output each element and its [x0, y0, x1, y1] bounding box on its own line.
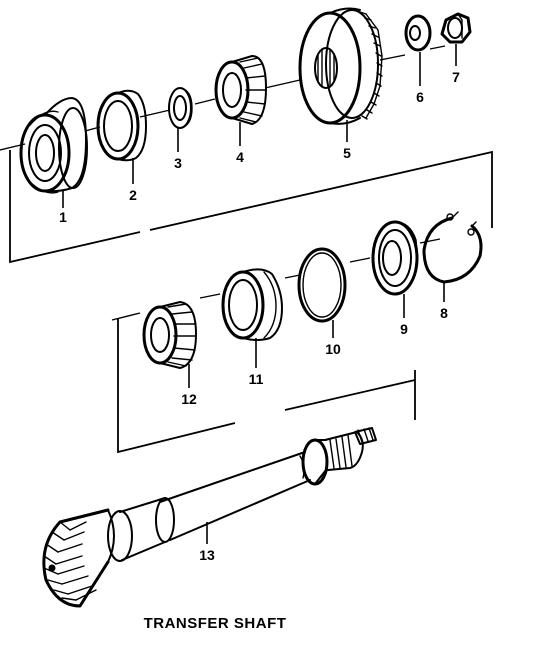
callout-7: 7	[452, 69, 460, 85]
middle-assembly-axis	[111, 238, 441, 321]
part-12-roller-bearing	[142, 301, 197, 369]
part-10-o-ring	[297, 247, 347, 323]
callout-2: 2	[129, 187, 137, 203]
callout-12: 12	[181, 391, 197, 407]
callout-8: 8	[440, 305, 448, 321]
part-2-bearing-cup	[96, 89, 147, 162]
part-11-bearing-cup	[221, 268, 283, 341]
callout-13: 13	[199, 547, 215, 563]
callout-11: 11	[249, 371, 264, 387]
callout-leaders	[62, 44, 457, 544]
upper-group-bracket	[9, 150, 493, 264]
middle-group-bracket	[117, 318, 416, 454]
callout-6: 6	[416, 89, 424, 105]
part-5-helical-gear	[298, 7, 383, 125]
part-3-washer	[168, 87, 193, 129]
upper-assembly-axis	[0, 45, 446, 151]
callout-labels: 1 2 3 4 5 6 7 8 9 10 11 12 13	[59, 69, 460, 563]
diagram-title: TRANSFER SHAFT	[143, 615, 287, 632]
part-6-thrust-washer	[404, 14, 432, 52]
part-4-roller-bearing	[214, 55, 267, 125]
part-1-seal-hub	[19, 97, 88, 194]
callout-3: 3	[174, 155, 182, 171]
part-13-transfer-shaft	[42, 427, 377, 608]
part-7-hex-nut	[440, 12, 472, 44]
callout-4: 4	[236, 149, 244, 165]
part-8-snap-ring	[422, 211, 483, 284]
callout-5: 5	[343, 145, 351, 161]
callout-1: 1	[59, 209, 67, 225]
part-9-seal	[371, 220, 419, 296]
callout-10: 10	[325, 341, 341, 357]
callout-9: 9	[400, 321, 408, 337]
